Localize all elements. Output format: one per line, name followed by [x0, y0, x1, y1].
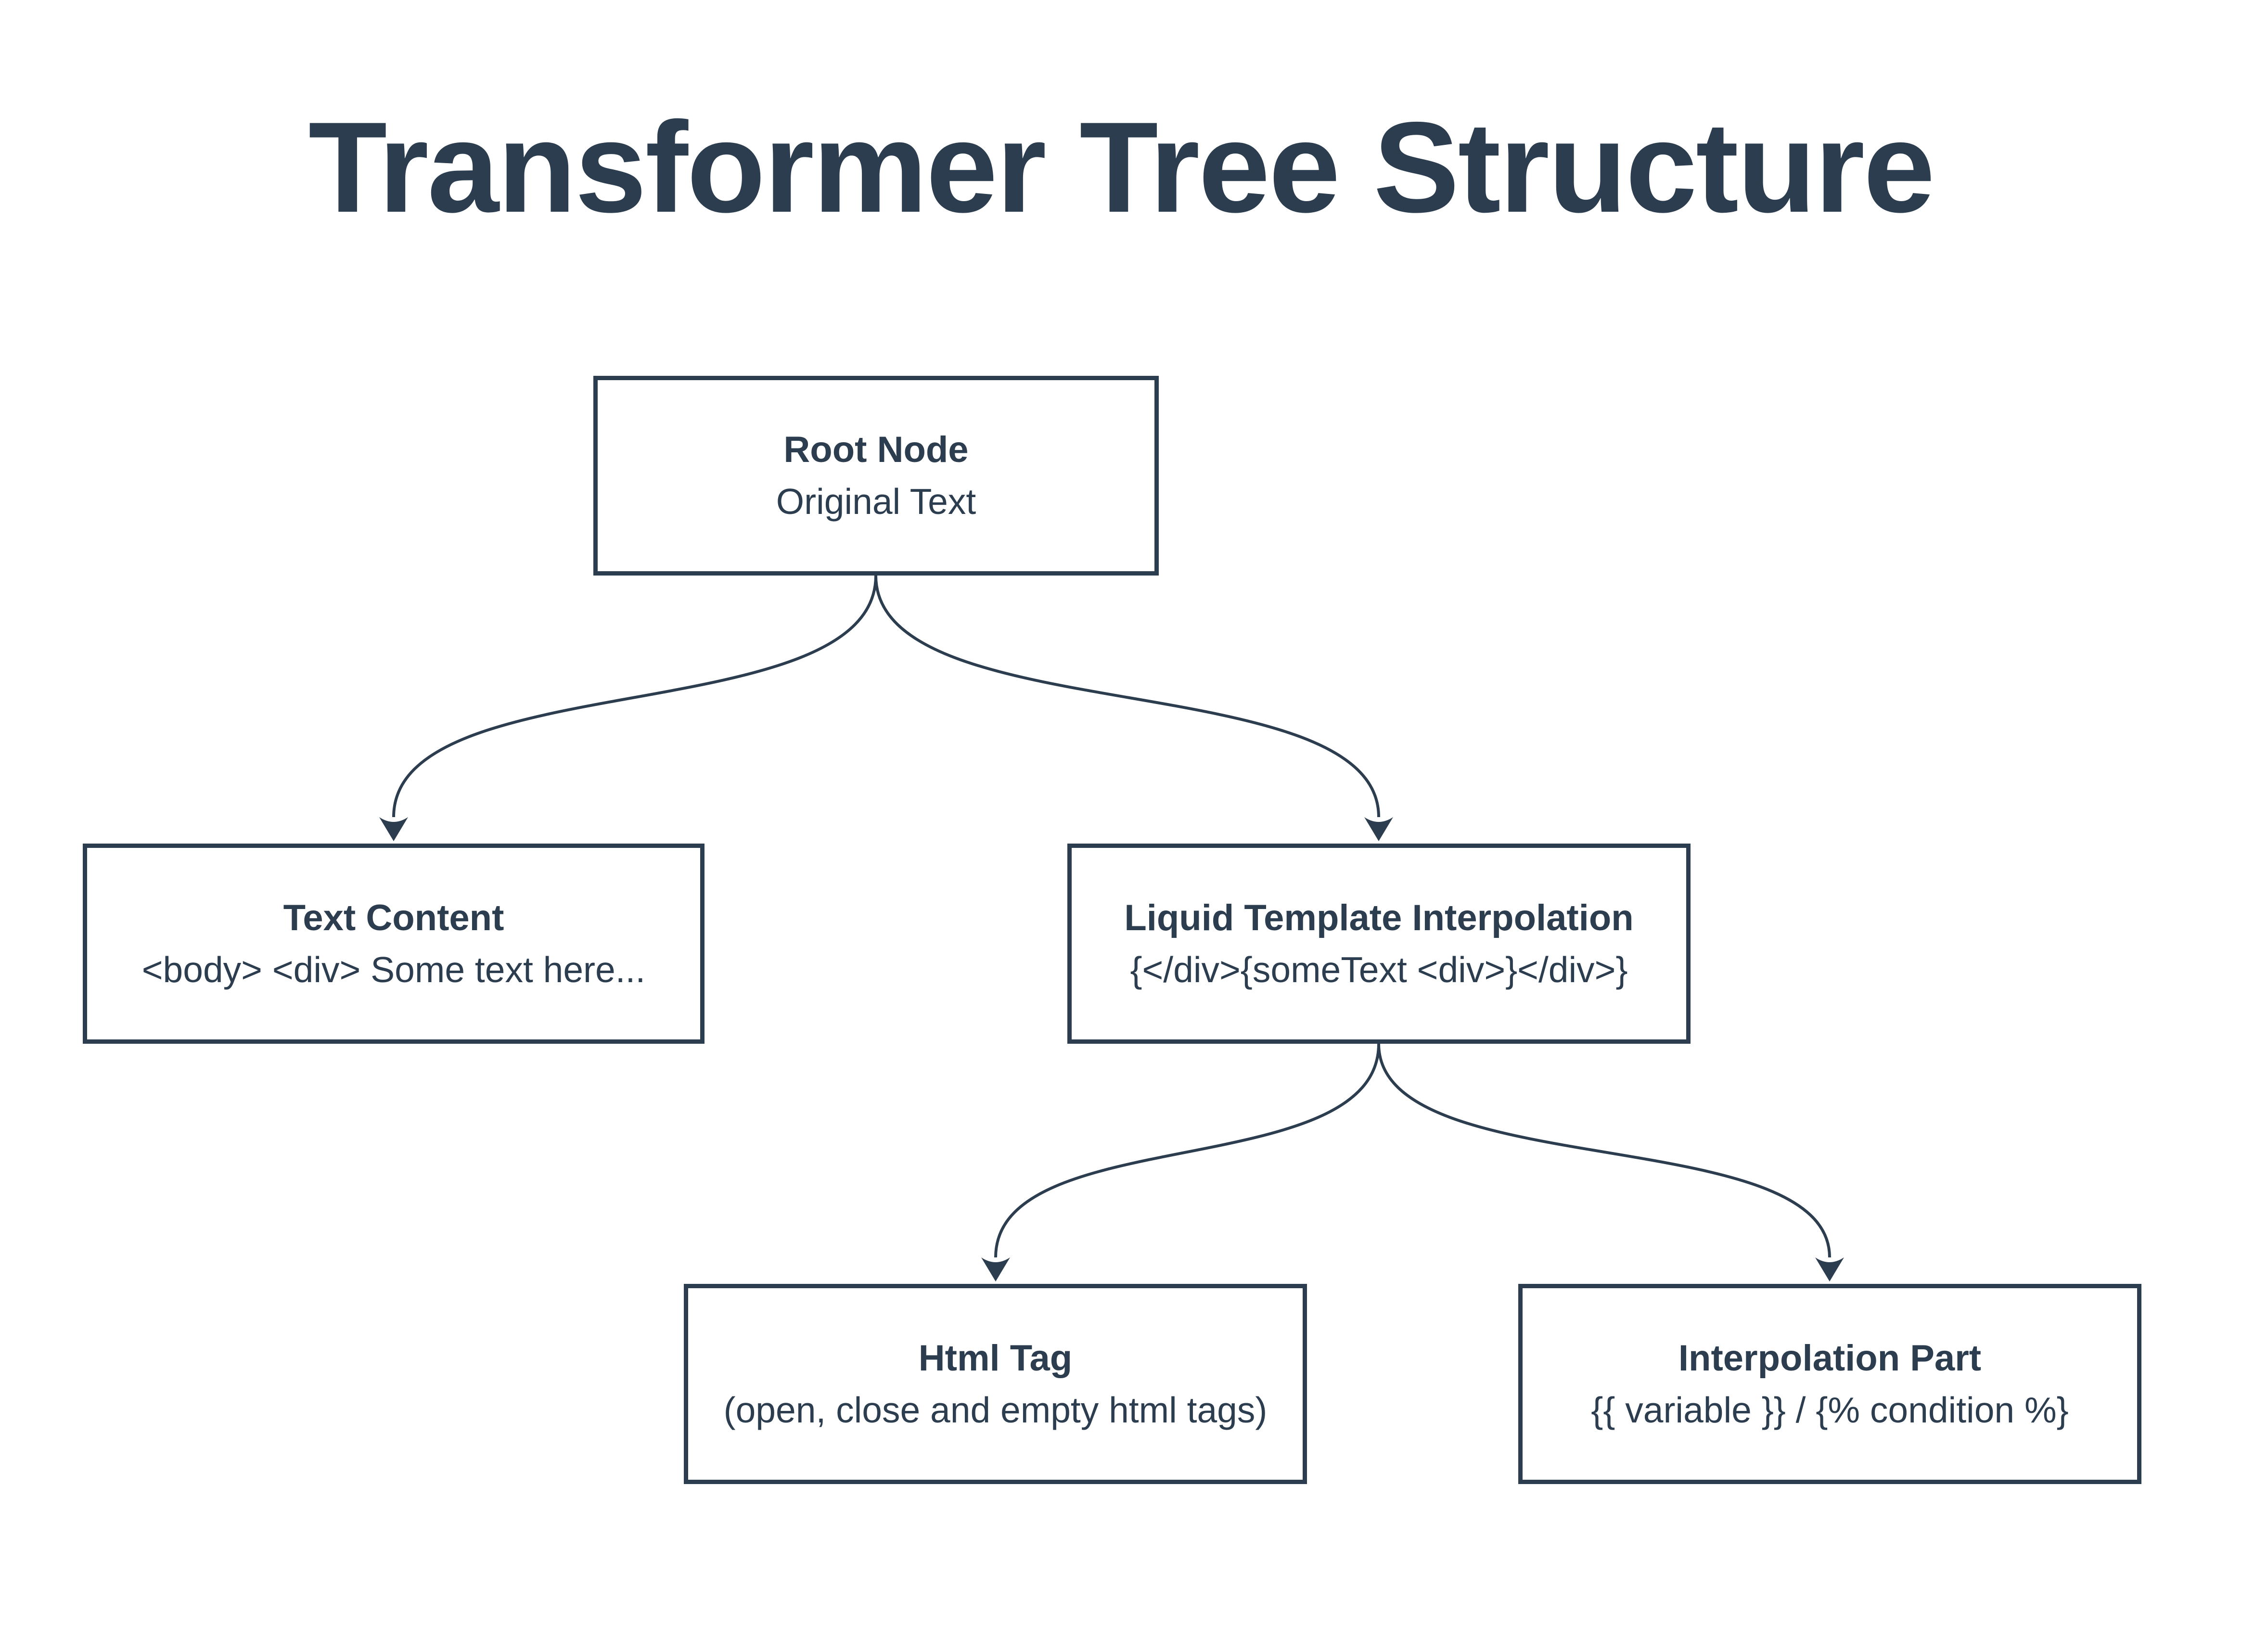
- node-interpolation-part-title: Interpolation Part: [1678, 1337, 1982, 1379]
- node-html-tag: Html Tag (open, close and empty html tag…: [684, 1284, 1307, 1484]
- node-html-tag-title: Html Tag: [918, 1337, 1073, 1379]
- node-interpolation-part: Interpolation Part {{ variable }} / {% c…: [1518, 1284, 2141, 1484]
- node-interpolation-part-subtitle: {{ variable }} / {% condition %}: [1591, 1389, 2069, 1430]
- node-liquid-template-interpolation-title: Liquid Template Interpolation: [1124, 897, 1634, 938]
- node-root: Root Node Original Text: [593, 376, 1159, 576]
- node-root-title: Root Node: [783, 429, 969, 471]
- node-liquid-template-interpolation-subtitle: {</div>{someText <div>}</div>}: [1130, 949, 1628, 990]
- page-title: Transformer Tree Structure: [308, 95, 1935, 239]
- node-text-content-subtitle: <body> <div> Some text here...: [141, 949, 646, 990]
- node-root-subtitle: Original Text: [776, 481, 976, 522]
- edge-liquid-to-html-tag: [981, 1043, 1380, 1281]
- edge-liquid-to-interpolation-part: [1377, 1043, 1844, 1281]
- edge-root-to-text-content: [379, 575, 877, 841]
- node-text-content: Text Content <body> <div> Some text here…: [83, 844, 705, 1044]
- node-html-tag-subtitle: (open, close and empty html tags): [723, 1389, 1268, 1430]
- node-text-content-title: Text Content: [283, 897, 504, 938]
- node-liquid-template-interpolation: Liquid Template Interpolation {</div>{so…: [1067, 844, 1691, 1044]
- edge-root-to-liquid-template-interpolation: [874, 575, 1393, 841]
